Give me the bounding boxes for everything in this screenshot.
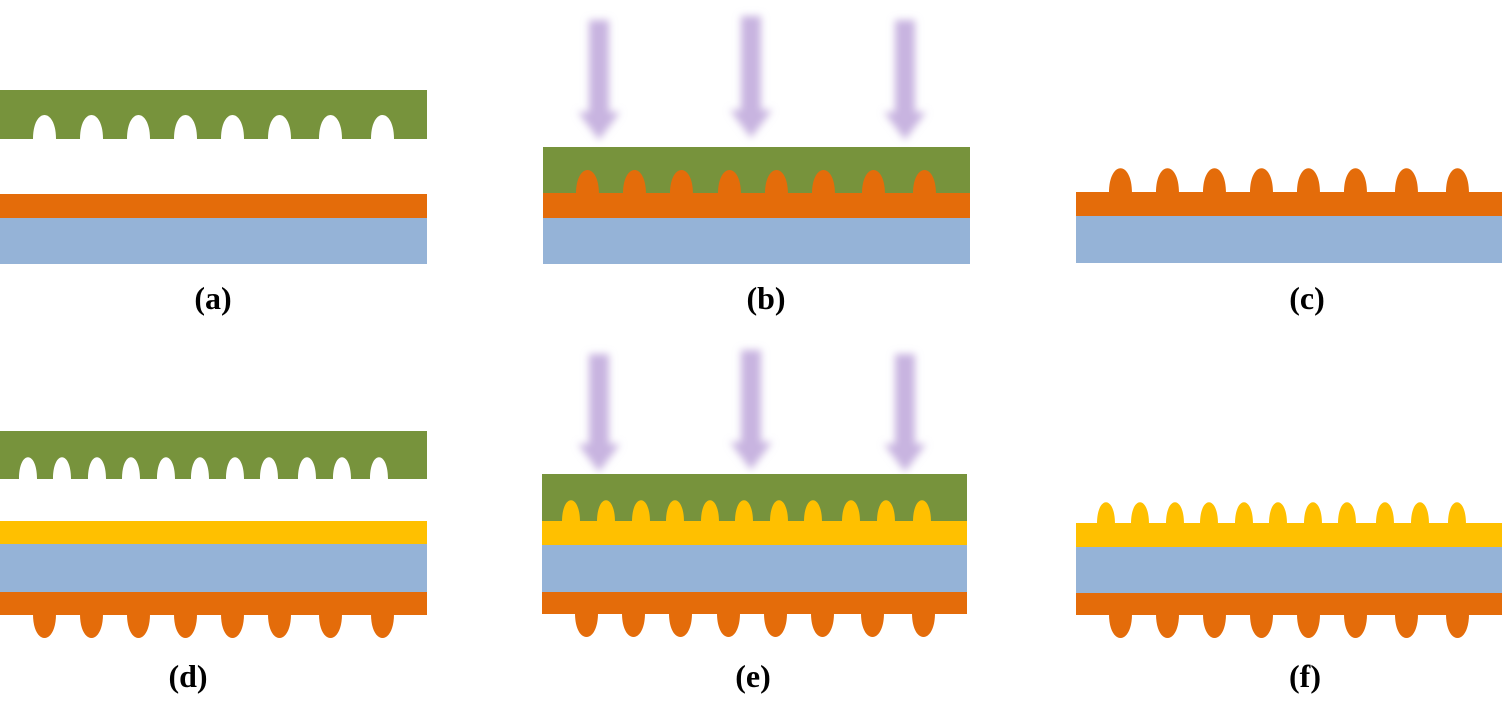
substrate xyxy=(1076,547,1502,593)
imprinted-features xyxy=(1097,502,1466,524)
orange-layer xyxy=(543,193,970,218)
panel-f: (f) xyxy=(1076,502,1502,694)
panel-label: (e) xyxy=(735,658,771,694)
uv-light-arrows xyxy=(578,350,926,472)
panel-e: (e) xyxy=(542,350,967,694)
stamp-cavities xyxy=(33,115,394,139)
orange-layer xyxy=(1076,593,1502,615)
stamp xyxy=(0,431,427,479)
yellow-layer xyxy=(542,521,967,545)
down-arrow-icon xyxy=(884,354,926,472)
orange-layer xyxy=(1076,192,1502,216)
panel-label: (a) xyxy=(194,280,231,316)
yellow-layer xyxy=(1076,523,1502,547)
substrate xyxy=(543,218,970,264)
panel-label: (c) xyxy=(1289,280,1325,316)
panel-a: (a) xyxy=(0,90,427,316)
substrate xyxy=(1076,216,1502,263)
imprinted-features xyxy=(576,170,936,194)
down-arrow-icon xyxy=(730,16,772,138)
bottom-imprinted-features xyxy=(575,613,935,637)
panel-label: (b) xyxy=(746,280,785,316)
down-arrow-icon xyxy=(730,350,772,470)
substrate xyxy=(0,218,427,264)
panel-b: (b) xyxy=(543,16,970,316)
down-arrow-icon xyxy=(884,20,926,140)
panel-d: (d) xyxy=(0,431,427,694)
stamp-cavities xyxy=(19,457,388,479)
imprinted-features xyxy=(1109,168,1469,193)
orange-layer xyxy=(542,592,967,614)
bottom-imprinted-features xyxy=(1109,614,1469,638)
substrate xyxy=(542,545,967,592)
orange-layer xyxy=(0,194,427,218)
yellow-layer xyxy=(0,521,427,544)
bottom-imprinted-features xyxy=(33,614,394,638)
uv-light-arrows xyxy=(578,16,926,140)
down-arrow-icon xyxy=(578,354,620,472)
imprinted-features xyxy=(562,500,931,522)
panel-label: (f) xyxy=(1289,658,1321,694)
orange-layer xyxy=(0,592,427,615)
stamp xyxy=(0,90,427,139)
stamp xyxy=(543,147,970,194)
substrate xyxy=(0,544,427,592)
panel-label: (d) xyxy=(168,658,207,694)
down-arrow-icon xyxy=(578,20,620,140)
panel-c: (c) xyxy=(1076,168,1502,316)
